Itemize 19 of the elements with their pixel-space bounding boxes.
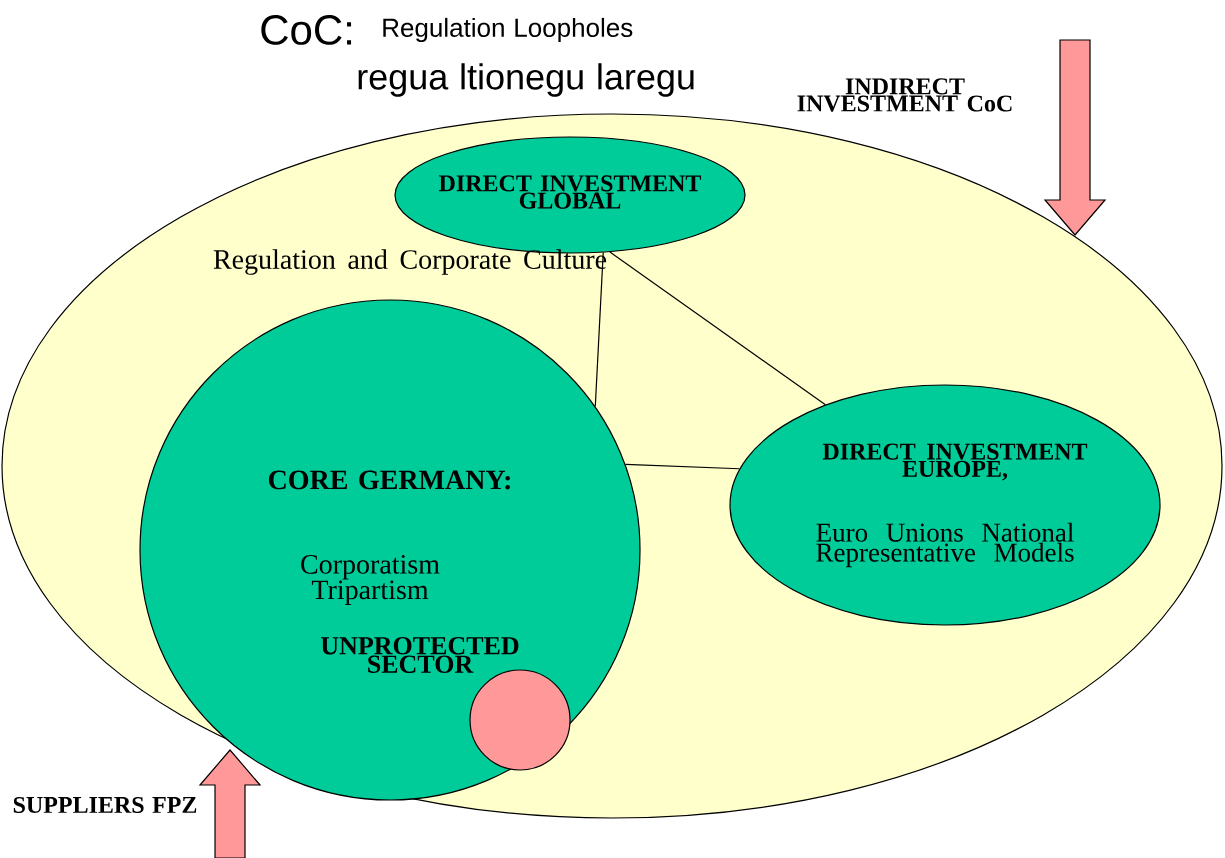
node-heading: DIRECT INVESTMENT EUROPE, (822, 443, 1088, 481)
connector-line (609, 251, 826, 406)
node-heading: INDIRECT INVESTMENT CoC (797, 78, 1012, 112)
node-heading: UNPROTECTED SECTOR (321, 637, 519, 673)
up-block-arrow (13, 749, 262, 858)
top-text: Regulation Loopholes (383, 17, 633, 43)
connector-line (624, 463, 740, 470)
top-text: regua ltionegu laregu (358, 63, 694, 97)
global-ellipse (213, 136, 746, 275)
europe-ellipse (729, 384, 1161, 626)
node-text: Corporatism Tripartism (301, 555, 440, 605)
node-heading: DIRECT INVESTMENT GLOBAL (438, 175, 702, 209)
node-text: Euro Unions National Representative Models (816, 522, 1074, 568)
node-heading: CORE GERMANY: (268, 470, 510, 490)
sector-circle (321, 637, 571, 771)
top-text: CoC: (261, 15, 352, 45)
node-heading: SUPPLIERS FPZ (13, 796, 197, 814)
down-block-arrow (797, 39, 1107, 236)
connector-line (594, 251, 604, 407)
